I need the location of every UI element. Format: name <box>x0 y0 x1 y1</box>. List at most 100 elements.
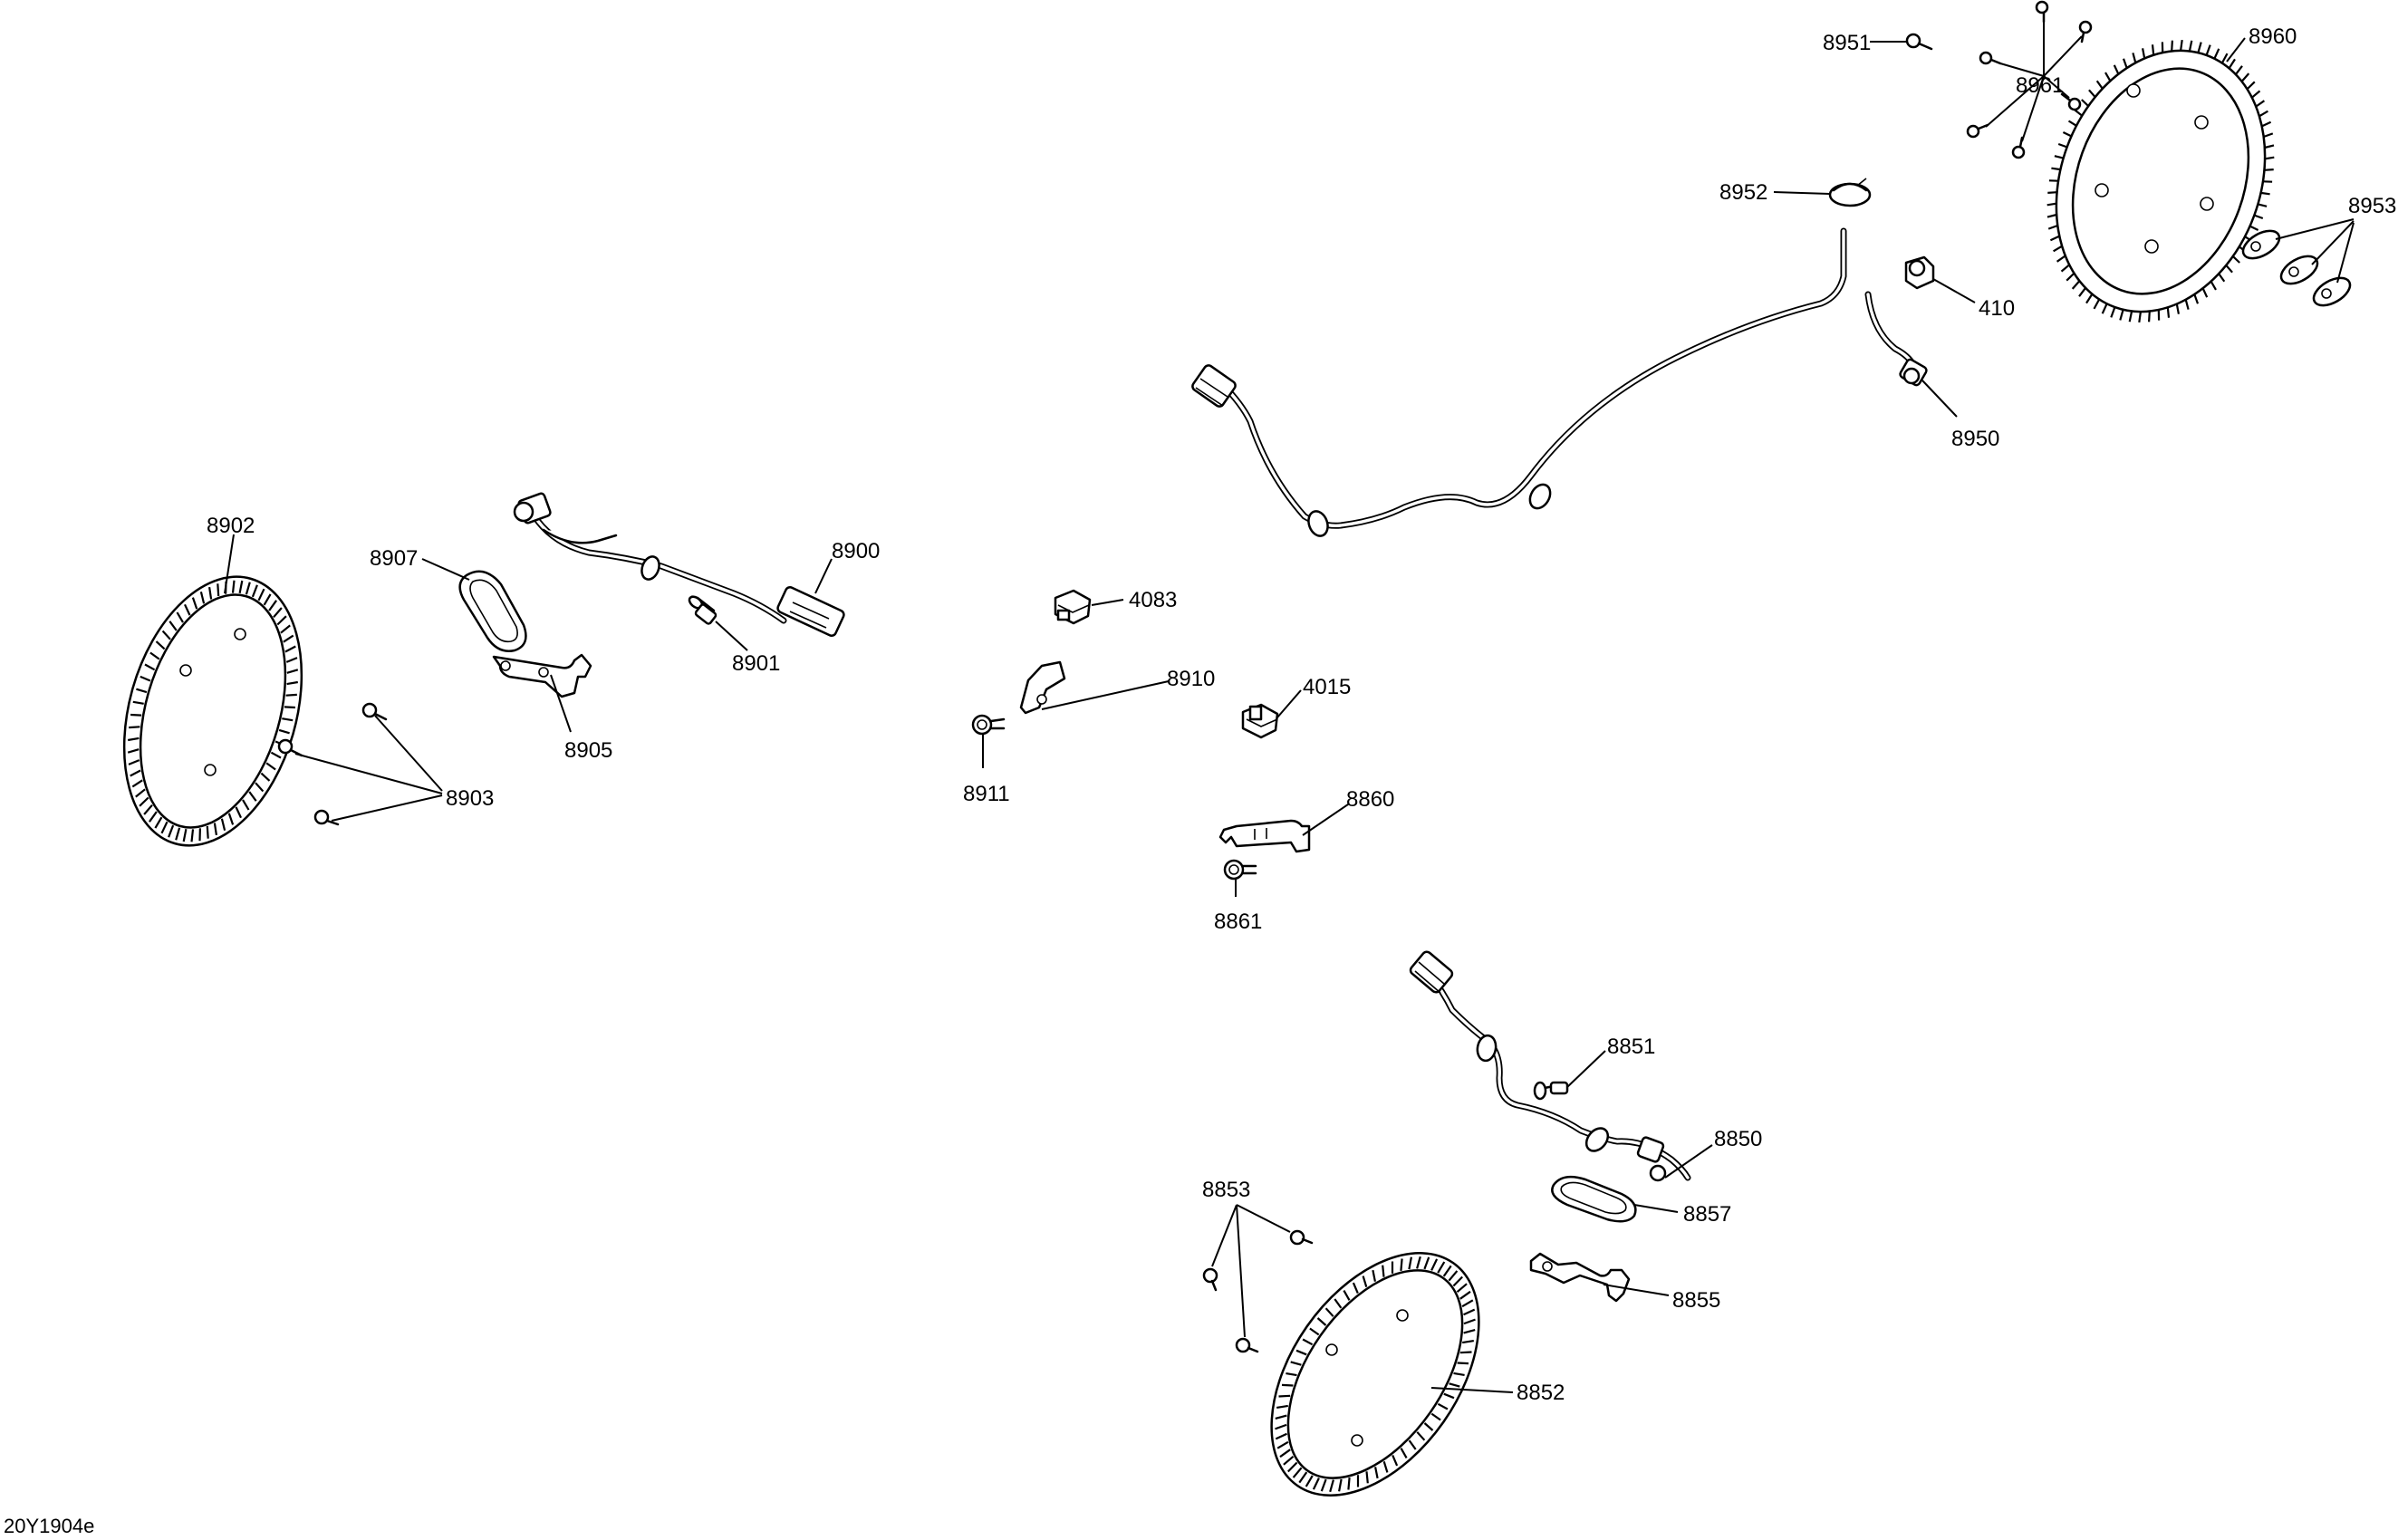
ring-tooth <box>169 621 178 631</box>
ring-tooth <box>1423 1256 1430 1270</box>
ring-tooth <box>1275 1414 1287 1420</box>
callout-8901: 8901 <box>732 651 780 676</box>
ring-tooth <box>263 593 272 606</box>
callout-8857: 8857 <box>1683 1202 1731 1227</box>
ring-tooth <box>265 762 276 771</box>
ring-tooth <box>2088 89 2096 98</box>
callout-8961: 8961 <box>2016 73 2064 98</box>
ring-tooth <box>245 582 251 595</box>
callout-4083: 4083 <box>1129 588 1177 612</box>
ring-tooth <box>2053 245 2063 253</box>
ring-tooth <box>1276 1404 1288 1409</box>
ring-tooth <box>2067 120 2077 127</box>
ring-tooth <box>1286 1372 1297 1377</box>
ring-tooth <box>260 772 271 782</box>
ring-tooth <box>1437 1402 1449 1410</box>
ring-tooth <box>2047 224 2058 230</box>
ring-tooth <box>1463 1318 1476 1325</box>
ring-tooth <box>131 779 143 788</box>
ring-tooth <box>285 657 298 663</box>
screw-8951 <box>1905 33 1933 51</box>
ring-tooth <box>283 634 294 643</box>
ring-tooth <box>1430 1412 1441 1421</box>
ring-tooth <box>2254 214 2264 220</box>
ring-tooth <box>2051 167 2061 171</box>
callout-8850: 8850 <box>1714 1127 1762 1151</box>
ring-tooth <box>1463 1329 1476 1334</box>
ring-tooth <box>1365 1471 1369 1484</box>
ring-tooth <box>1442 1265 1452 1277</box>
ring-tooth <box>2148 311 2151 322</box>
seal-8907 <box>458 570 527 652</box>
ring-tooth <box>1437 1261 1446 1274</box>
ring-tooth <box>2264 168 2274 171</box>
ring-tooth <box>1459 1290 1471 1300</box>
ring-tooth <box>127 748 140 754</box>
grommet-410 <box>1904 255 1935 290</box>
ring-tooth <box>2193 294 2200 304</box>
callout-8911: 8911 <box>963 782 1010 806</box>
ring-tooth <box>1320 1478 1327 1492</box>
wheel-speed-sensor-8900 <box>513 492 845 637</box>
ring-tooth <box>1372 1269 1376 1282</box>
ring-tooth <box>2119 309 2124 321</box>
ring-tooth <box>2175 303 2180 314</box>
ring-tooth <box>2188 40 2193 52</box>
ring-tooth <box>2056 255 2066 263</box>
ring-tooth <box>149 651 160 660</box>
ring-tooth <box>2046 213 2057 218</box>
ring-tooth <box>2225 265 2233 274</box>
ring-tooth <box>1400 1448 1408 1458</box>
ring-tooth <box>242 799 250 811</box>
ring-tooth <box>191 597 198 610</box>
ring-tooth <box>1329 1479 1334 1493</box>
callout-8960: 8960 <box>2249 24 2297 49</box>
ring-tooth <box>286 669 299 674</box>
ring-tooth <box>220 818 226 832</box>
ring-tooth <box>2054 155 2064 159</box>
ring-tooth <box>208 586 213 600</box>
ring-tooth <box>2260 191 2270 196</box>
ring-tooth <box>2197 42 2202 53</box>
ring-tooth <box>1295 1349 1307 1356</box>
ring-tooth <box>2264 156 2275 160</box>
callout-8903: 8903 <box>446 786 494 811</box>
ring-tooth <box>128 736 140 742</box>
clip-8952 <box>1828 178 1872 207</box>
ring-tooth <box>1276 1440 1289 1449</box>
ring-tooth <box>2249 225 2259 231</box>
ring-tooth <box>199 591 206 604</box>
ring-tooth <box>1423 1422 1434 1431</box>
callout-8852: 8852 <box>1517 1381 1565 1405</box>
ring-tooth <box>2074 109 2083 117</box>
ring-tooth <box>1324 1307 1334 1317</box>
callout-8860: 8860 <box>1346 787 1394 812</box>
ring-tooth <box>128 759 140 765</box>
ring-tooth <box>1343 1290 1351 1301</box>
bracket-8905 <box>492 653 592 698</box>
ring-tooth <box>2110 306 2116 318</box>
ring-tooth <box>2220 53 2229 64</box>
ring-tooth <box>1362 1275 1368 1288</box>
ring-tooth <box>1449 1382 1460 1388</box>
ring-tooth <box>1275 1423 1287 1430</box>
seal-8857 <box>1551 1175 1637 1223</box>
ring-tooth <box>1352 1282 1359 1295</box>
ring-tooth <box>1459 1351 1472 1354</box>
wheel-speed-sensor-8950 <box>1191 227 1928 537</box>
ring-tooth <box>2251 90 2261 99</box>
ring-tooth <box>2235 65 2243 75</box>
ring-tooth <box>1457 1362 1469 1365</box>
ring-tooth <box>1305 1475 1314 1487</box>
ring-tooth <box>251 584 258 598</box>
screws-8853 <box>1202 1229 1314 1353</box>
ring-tooth <box>2057 142 2067 149</box>
ring-tooth <box>1456 1283 1468 1294</box>
tone-ring-8852 <box>1270 1252 1480 1497</box>
ring-tooth <box>2258 110 2268 118</box>
ring-tooth <box>270 751 282 759</box>
ring-tooth <box>1461 1299 1474 1308</box>
ring-tooth <box>2128 311 2133 322</box>
ring-tooth <box>248 791 257 802</box>
ring-tooth <box>184 603 191 616</box>
